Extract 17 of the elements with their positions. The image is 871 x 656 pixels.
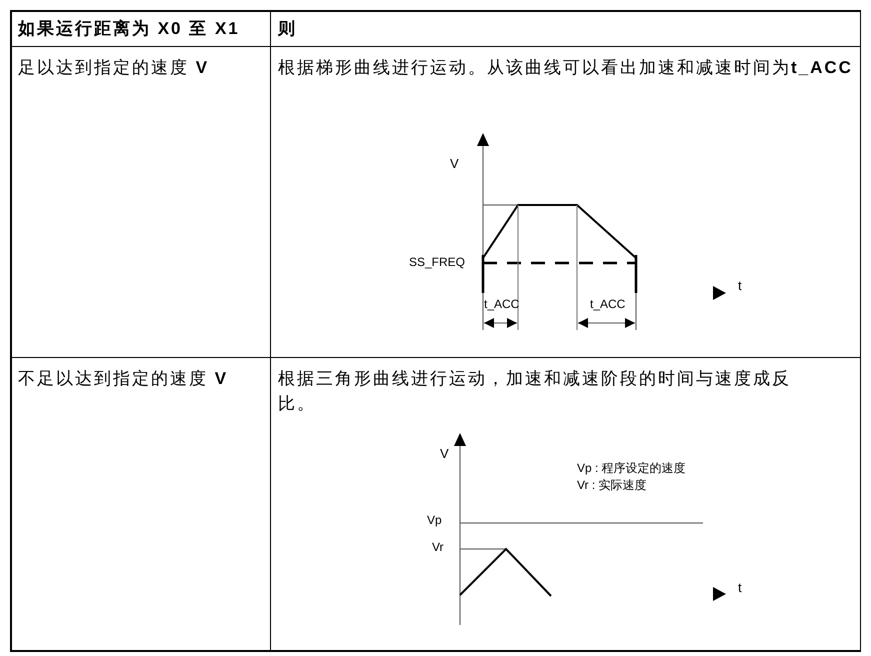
table-cell-text: 根据梯形曲线进行运动。从该曲线可以看出加速和减速时间为t_ACC bbox=[278, 57, 853, 79]
axis-label: SS_FREQ bbox=[409, 255, 466, 269]
axis-label: V bbox=[450, 156, 459, 171]
column-header: 如果运行距离为 X0 至 X1 bbox=[18, 18, 240, 40]
table-cell-text: 不足以达到指定的速度 V bbox=[18, 368, 228, 390]
legend-text: Vp : 程序设定的速度 bbox=[577, 460, 686, 477]
dimension-label: t_ACC bbox=[590, 297, 626, 311]
table-cell-text: 足以达到指定的速度 V bbox=[18, 57, 210, 79]
axis-label: V bbox=[440, 446, 449, 461]
axis-label: Vr bbox=[432, 540, 444, 554]
table-cell-text: 根据三角形曲线进行运动，加速和减速阶段的时间与速度成反比。 bbox=[278, 368, 792, 415]
dimension-label: t_ACC bbox=[484, 297, 520, 311]
axis-label: t bbox=[738, 278, 742, 293]
axis-label: Vp bbox=[427, 513, 442, 527]
column-header: 则 bbox=[278, 18, 297, 40]
legend-text: Vr : 实际速度 bbox=[577, 477, 647, 494]
axis-label: t bbox=[738, 580, 742, 595]
